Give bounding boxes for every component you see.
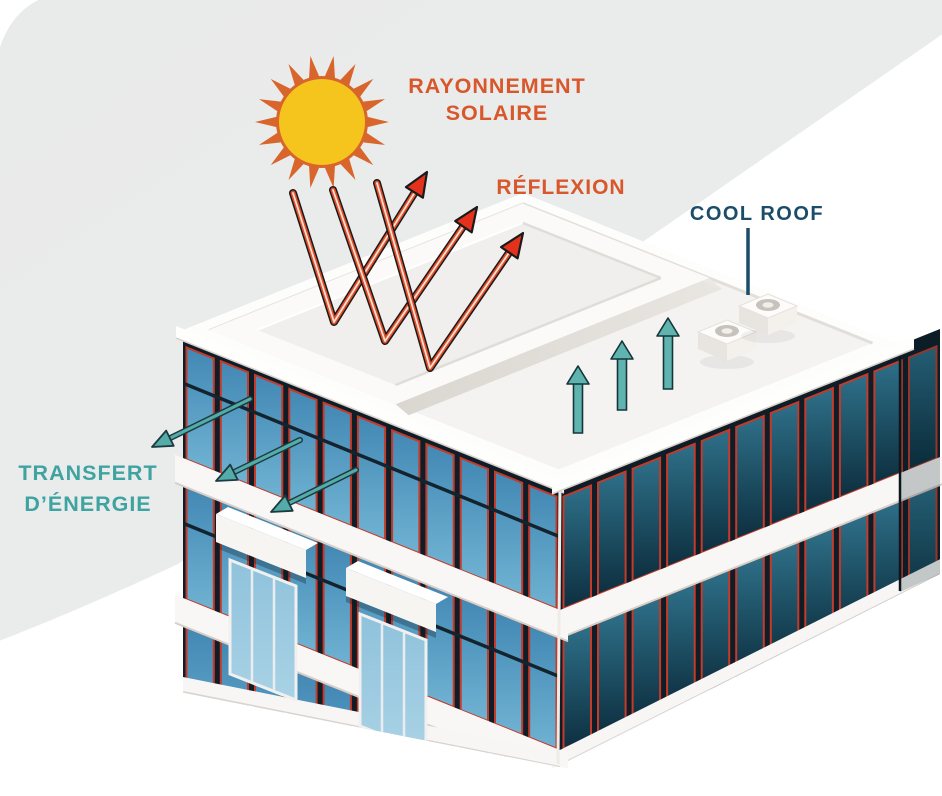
solar-reflection-rays bbox=[289, 170, 525, 372]
sun-icon bbox=[255, 56, 389, 188]
roof-heat-arrows bbox=[566, 317, 680, 434]
label-reflection: RÉFLEXION bbox=[496, 176, 625, 199]
overhang-left-shadow bbox=[175, 337, 565, 494]
platform-front-bevel bbox=[395, 277, 722, 416]
hvac-unit-2 bbox=[737, 293, 799, 343]
label-energy-transfer-line1: TRANSFERT bbox=[18, 461, 157, 485]
hvac-unit-1 bbox=[696, 319, 758, 369]
label-solar-radiation-line1: RAYONNEMENT bbox=[408, 74, 585, 98]
left-facade bbox=[174, 330, 569, 770]
label-cool-roof: COOL ROOF bbox=[690, 203, 824, 225]
recessed-edge-back bbox=[256, 221, 523, 331]
overhang-right-shadow bbox=[551, 348, 915, 495]
right-end-wall-shade bbox=[900, 329, 940, 592]
label-solar-radiation-line2: SOLAIRE bbox=[446, 101, 549, 125]
roof-overhang-left bbox=[176, 326, 564, 493]
label-energy-transfer-line2: D’ÉNERGIE bbox=[24, 491, 151, 516]
platform-recessed-panel bbox=[257, 222, 661, 385]
recessed-edge-front bbox=[395, 276, 662, 387]
recessed-edge-right bbox=[522, 221, 662, 280]
facade-corner-edge bbox=[556, 482, 562, 765]
roof-overhang-right bbox=[552, 337, 914, 494]
facade-energy-arrows bbox=[151, 396, 359, 513]
